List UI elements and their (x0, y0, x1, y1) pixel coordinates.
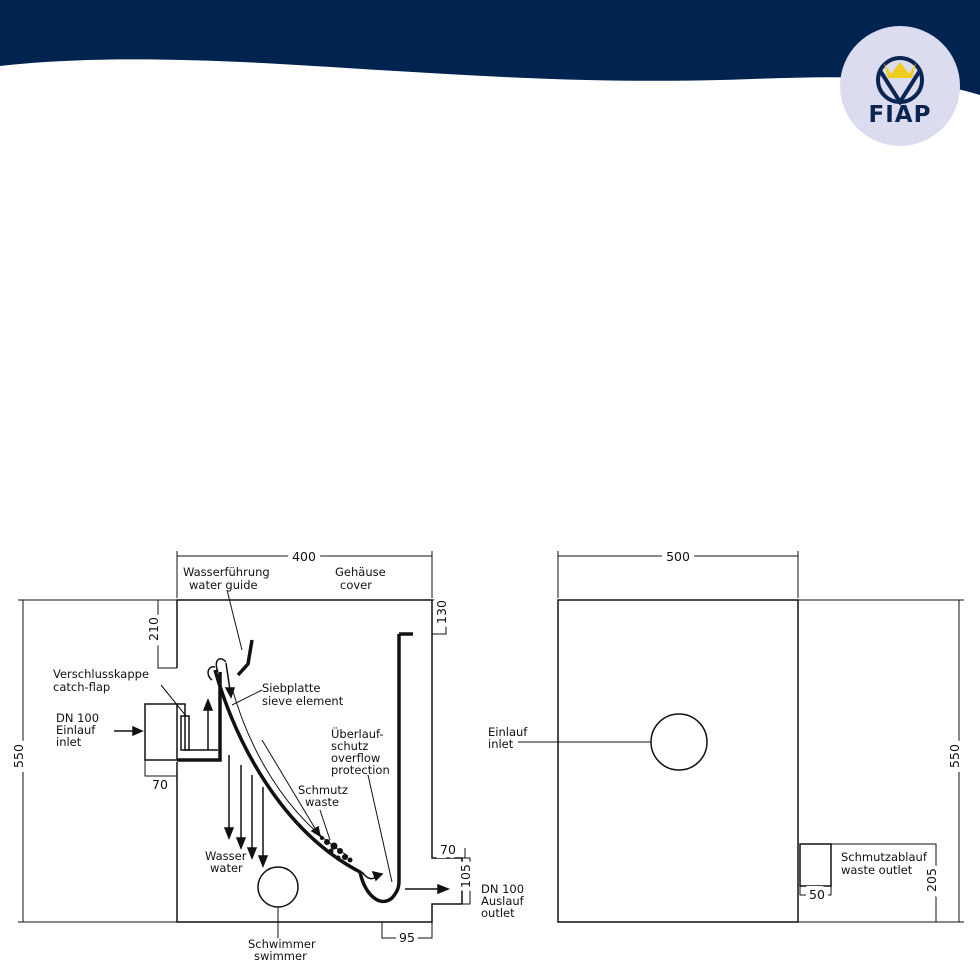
dim-130: 130 (434, 600, 449, 624)
header-banner (0, 0, 980, 95)
logo-text: FIAP (869, 102, 932, 128)
inlet-channel-floor (177, 672, 222, 762)
front-inlet-circle (650, 713, 708, 771)
logo-crown-icon (884, 62, 916, 78)
side-dimension-lines (18, 551, 471, 939)
flow-arrows (114, 658, 451, 895)
front-dimension-lines (557, 551, 964, 923)
dim-205: 205 (924, 868, 939, 892)
dim-105: 105 (458, 864, 473, 888)
dim-50: 50 (809, 887, 825, 902)
float-swimmer (257, 866, 299, 908)
dim-70-right: 70 (440, 842, 456, 857)
logo-v-icon (879, 70, 921, 106)
waste-outlet-box (799, 843, 832, 887)
front-housing (557, 599, 799, 923)
dim-95: 95 (399, 930, 415, 945)
dim-210: 210 (146, 617, 161, 641)
sieve-element (213, 669, 401, 904)
dim-height-550-right: 550 (947, 744, 962, 768)
dim-height-550-left: 550 (11, 744, 26, 768)
catch-flap (180, 715, 190, 751)
leader-lines (160, 589, 393, 938)
logo-circle (840, 26, 960, 146)
dim-width-400: 400 (292, 549, 316, 564)
inlet-pipe (144, 703, 178, 761)
fiap-logo: FIAP (840, 26, 960, 146)
waste-particles (320, 836, 353, 863)
side-view: 400 550 210 130 70 70 95 105 Wasserführu… (6, 544, 525, 963)
dim-width-500: 500 (666, 549, 690, 564)
inlet-channel (177, 703, 218, 751)
dim-70-left: 70 (152, 777, 168, 792)
water-guide (236, 639, 254, 677)
